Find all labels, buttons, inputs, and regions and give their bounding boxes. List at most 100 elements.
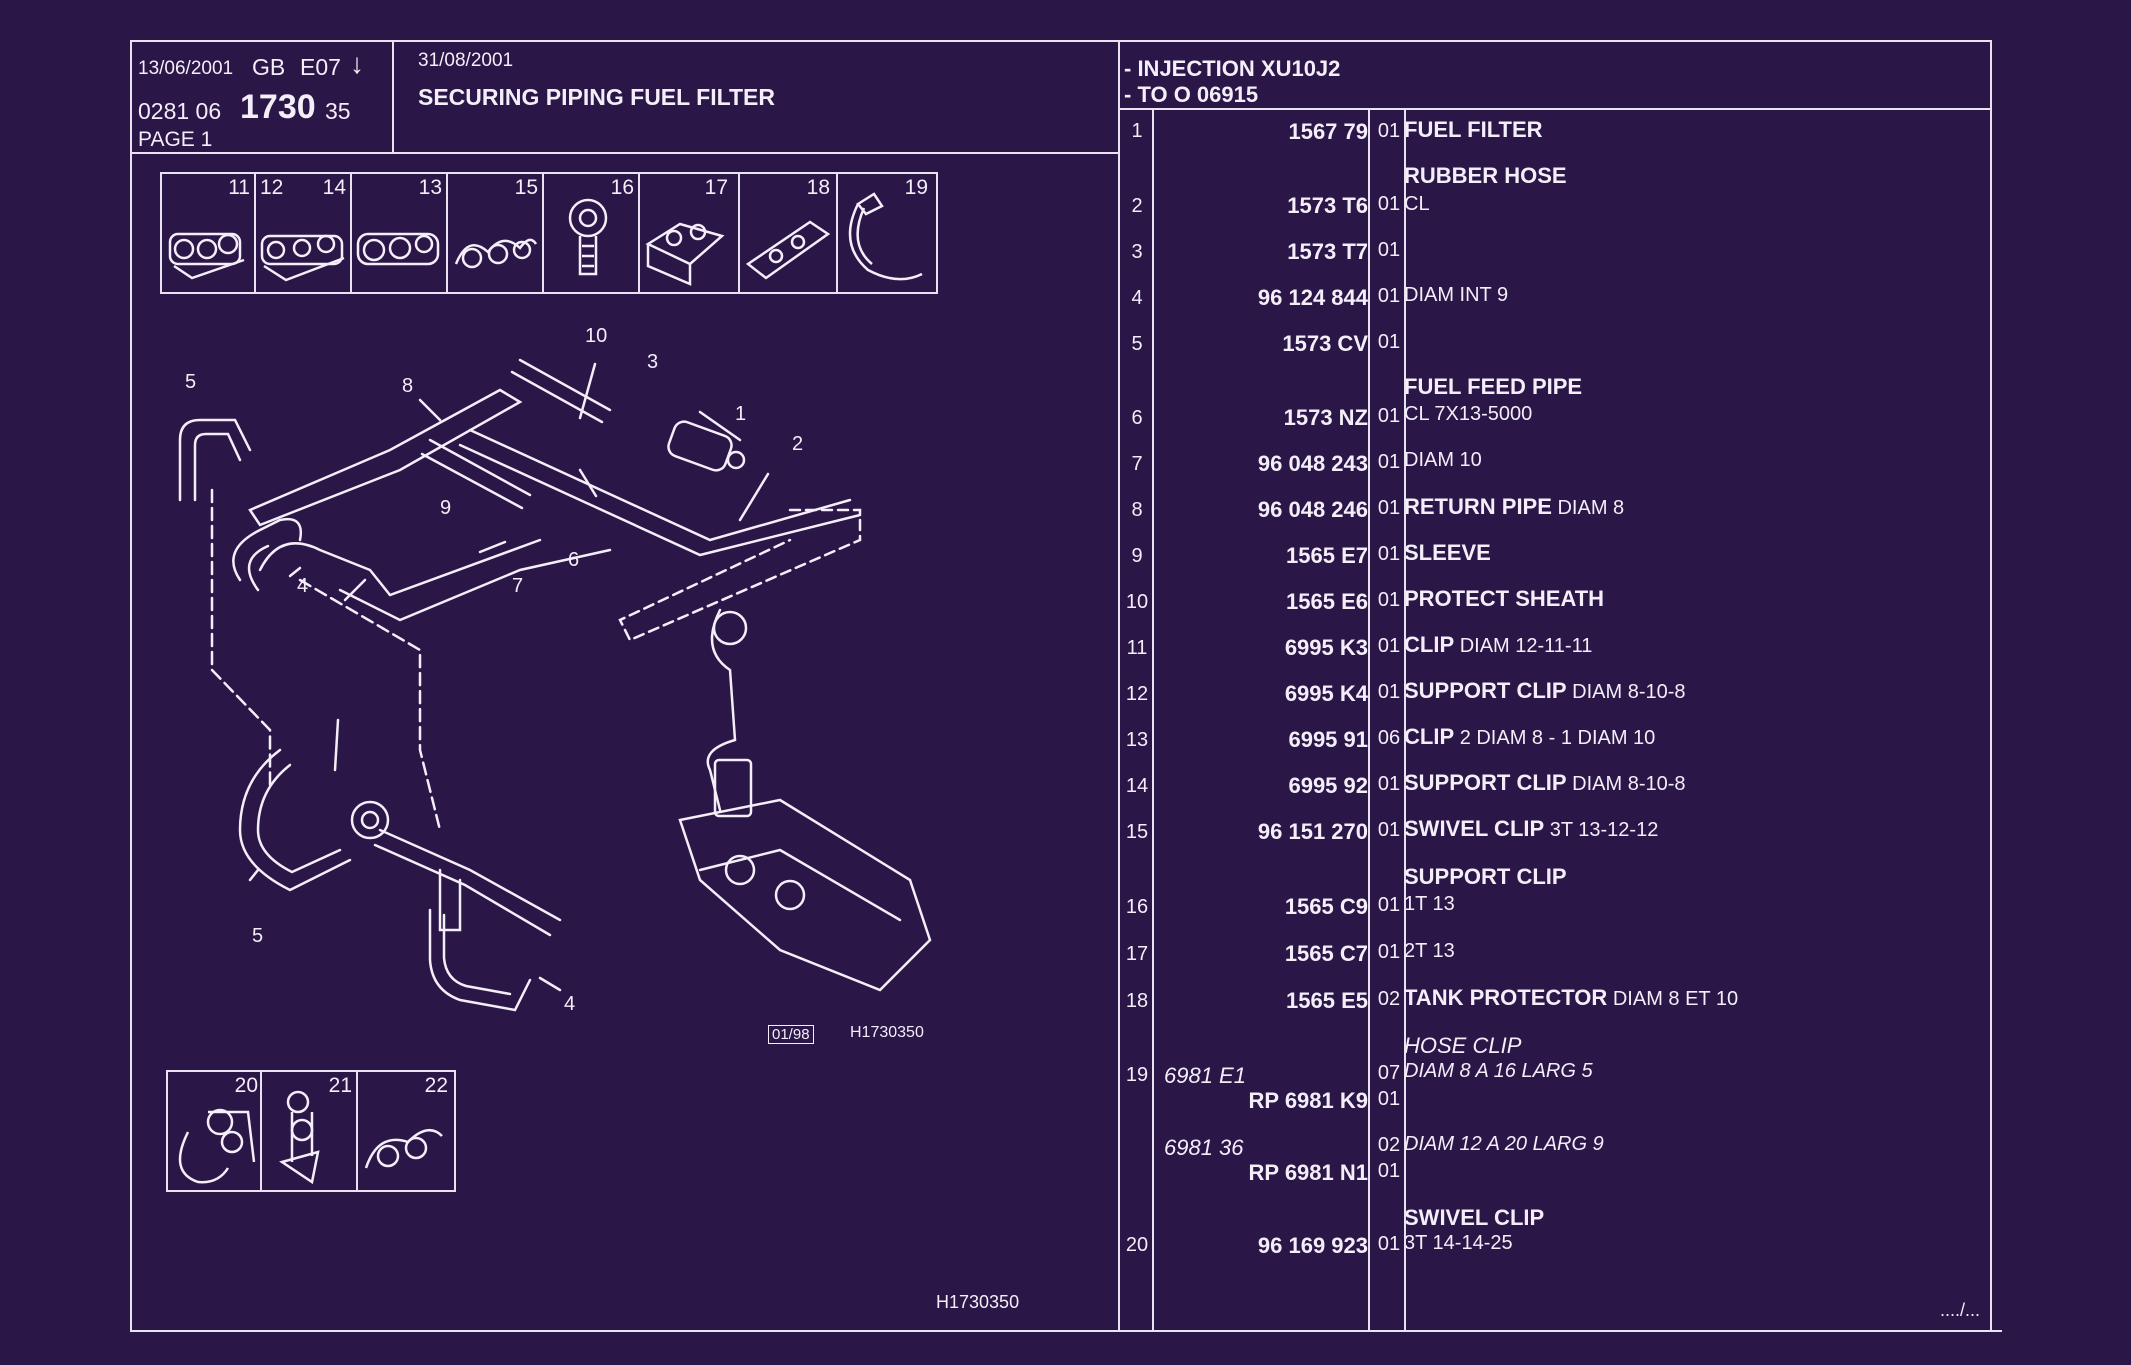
part-name: SWIVEL CLIP [1404, 816, 1545, 841]
callout-1: 1 [735, 403, 746, 425]
part-detail: 2 DIAM 8 - 1 DIAM 10 [1459, 727, 1656, 749]
thumb-cell-20: 20 [168, 1072, 262, 1190]
part-reference: 96 048 246 [1257, 497, 1368, 522]
clip-icon [364, 1129, 443, 1169]
part-reference: 1565 E5 [1286, 988, 1368, 1013]
part-description: CLIP DIAM 12-11-11 [1404, 632, 1592, 658]
part-description: RETURN PIPE DIAM 8 [1404, 494, 1624, 520]
part-name: RUBBER HOSE [1404, 163, 1567, 188]
part-reference: 96 048 243 [1257, 451, 1368, 476]
thumb-cell-11: 11 [162, 174, 256, 292]
thumb-cell-13: 13 [352, 174, 448, 292]
fuel-feed-pipe-8 [248, 388, 523, 527]
rubber-hose-4-lower [428, 908, 532, 1012]
part-group-heading: HOSE CLIP [1404, 1033, 1521, 1059]
thumb-number: 12 [260, 176, 284, 199]
header-date1: 13/06/2001 [138, 58, 234, 79]
part-name: RETURN PIPE [1404, 494, 1552, 519]
footer-reference: H1730350 [936, 1292, 1020, 1312]
part-detail: DIAM 10 [1404, 449, 1482, 471]
part-reference: 1573 T7 [1287, 239, 1368, 264]
row-number: 12 [1125, 683, 1149, 705]
part-quantity: 01 [1377, 405, 1401, 427]
part-reference: 6995 K3 [1284, 635, 1368, 660]
row-number: 5 [1131, 333, 1143, 355]
rubber-hose-5 [178, 418, 252, 502]
thumb-number: 22 [424, 1074, 448, 1097]
doc-suffix: 35 [325, 98, 351, 124]
row-number: 11 [1126, 637, 1148, 659]
frame-top [130, 40, 1990, 42]
part-quantity: 02 [1377, 1134, 1401, 1156]
thumb-number: 15 [514, 176, 538, 199]
part-detail: DIAM 8 ET 10 [1612, 988, 1739, 1010]
part-description: TANK PROTECTOR DIAM 8 ET 10 [1404, 985, 1738, 1011]
part-name: PROTECT SHEATH [1404, 586, 1605, 611]
thumb-cell-22: 22 [358, 1072, 452, 1190]
row-number: 6 [1131, 407, 1143, 429]
row-number: 1 [1131, 120, 1143, 142]
thumb-cell-18: 18 [740, 174, 838, 292]
sleeve-9 [420, 438, 532, 510]
thumbnail-strip-bottom: 20 21 22 [166, 1070, 456, 1192]
part-detail: 2T 13 [1404, 940, 1455, 962]
part-description: SLEEVE [1404, 540, 1491, 566]
row-number: 8 [1131, 499, 1143, 521]
header-code: E07 [300, 54, 341, 80]
frame-bottom [130, 1330, 2002, 1332]
tank-protector-icon [745, 220, 831, 280]
swivel-clip-icon [178, 1108, 256, 1184]
part-name: SWIVEL CLIP [1404, 1205, 1545, 1230]
page-title: SECURING PIPING FUEL FILTER [418, 84, 775, 110]
part-detail: DIAM INT 9 [1404, 284, 1509, 306]
part-quantity: 01 [1377, 120, 1401, 142]
support-clip-icon [260, 234, 345, 282]
row-number: 4 [1131, 287, 1143, 309]
thumb-cell-17: 17 [640, 174, 740, 292]
part-quantity: 01 [1377, 193, 1401, 215]
row-number: 19 [1125, 1064, 1149, 1086]
part-detail: DIAM 8 A 16 LARG 5 [1404, 1060, 1593, 1082]
page-label: PAGE 1 [138, 128, 213, 151]
part-reference: 1565 C7 [1284, 941, 1368, 966]
support-clip-icon [568, 198, 608, 276]
thumb-number: 21 [328, 1074, 352, 1097]
range-line: - TO O 06915 [1124, 82, 1259, 107]
continuation-mark: ..../... [1940, 1300, 1981, 1320]
callout-5-lower: 5 [252, 925, 263, 947]
part-quantity: 01 [1377, 941, 1401, 963]
part-reference: 1573 T6 [1287, 193, 1368, 218]
row-number: 20 [1125, 1234, 1149, 1256]
callout-3: 3 [647, 351, 658, 373]
row-number: 15 [1125, 821, 1149, 843]
thumb-number: 18 [806, 176, 830, 199]
part-name: FUEL FEED PIPE [1404, 374, 1583, 399]
fuel-line-dashed [210, 488, 272, 792]
diagram-reference: H1730350 [850, 1024, 924, 1041]
part-name: HOSE CLIP [1404, 1033, 1522, 1058]
row-number: 7 [1131, 453, 1143, 475]
doc-prefix: 0281 06 [138, 98, 222, 124]
application-line: - INJECTION XU10J2 [1124, 56, 1341, 81]
part-reference: 1565 C9 [1284, 894, 1368, 919]
thumb-number: 11 [228, 176, 250, 199]
part-detail: DIAM 8-10-8 [1572, 681, 1686, 703]
thumb-cell-12-14: 12 14 [256, 174, 352, 292]
part-detail: 1T 13 [1404, 893, 1455, 915]
part-quantity: 01 [1377, 239, 1401, 261]
down-arrow-icon: ↓ [350, 48, 364, 79]
part-description: FUEL FILTER [1404, 117, 1543, 143]
part-reference: 6995 K4 [1284, 681, 1368, 706]
row-number: 14 [1125, 775, 1149, 797]
header-divider-right [1118, 108, 1990, 110]
part-group-heading: SUPPORT CLIP [1404, 864, 1567, 890]
part-quantity: 01 [1377, 1160, 1401, 1182]
row-number: 17 [1125, 943, 1149, 965]
callout-4: 4 [297, 575, 308, 597]
frame-right [1990, 40, 1992, 1332]
support-clip-icon [645, 222, 725, 286]
part-reference: 96 169 923 [1257, 1233, 1368, 1258]
callout-8: 8 [402, 375, 413, 397]
part-quantity: 01 [1377, 1088, 1401, 1110]
callout-4-lower: 4 [564, 993, 575, 1015]
